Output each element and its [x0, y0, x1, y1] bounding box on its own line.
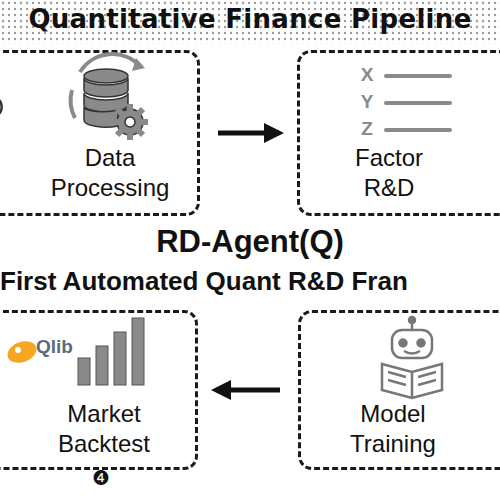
icon-text: X: [357, 64, 377, 86]
heading-text: First Automated Quant R&D Fran: [0, 266, 500, 297]
qlib-logo: [4, 337, 39, 366]
box-label: Data Processing: [35, 143, 185, 203]
box-label: Market Backtest: [39, 399, 169, 459]
bar-chart: [78, 318, 144, 385]
box-label: Factor R&D: [339, 143, 439, 203]
dotted-banner: [0, 0, 500, 44]
flow-arrow: [218, 131, 279, 136]
callout-number: ❹: [88, 466, 114, 490]
process-box: Market Backtest: [0, 310, 198, 470]
icon-text: Qlib: [36, 336, 86, 358]
diagram-title: Quantitative Finance Pipeline: [0, 4, 500, 34]
list-lines: [386, 76, 450, 130]
icon-text: Y: [357, 91, 377, 113]
robot-icon: [382, 317, 442, 398]
icon-text: Z: [357, 118, 377, 140]
cropped-symbol: [0, 98, 2, 116]
box-label: Model Training: [333, 399, 453, 459]
database-icon: [71, 54, 148, 140]
flow-arrow: [216, 388, 280, 393]
heading-text: RD-Agent(Q): [0, 224, 500, 260]
